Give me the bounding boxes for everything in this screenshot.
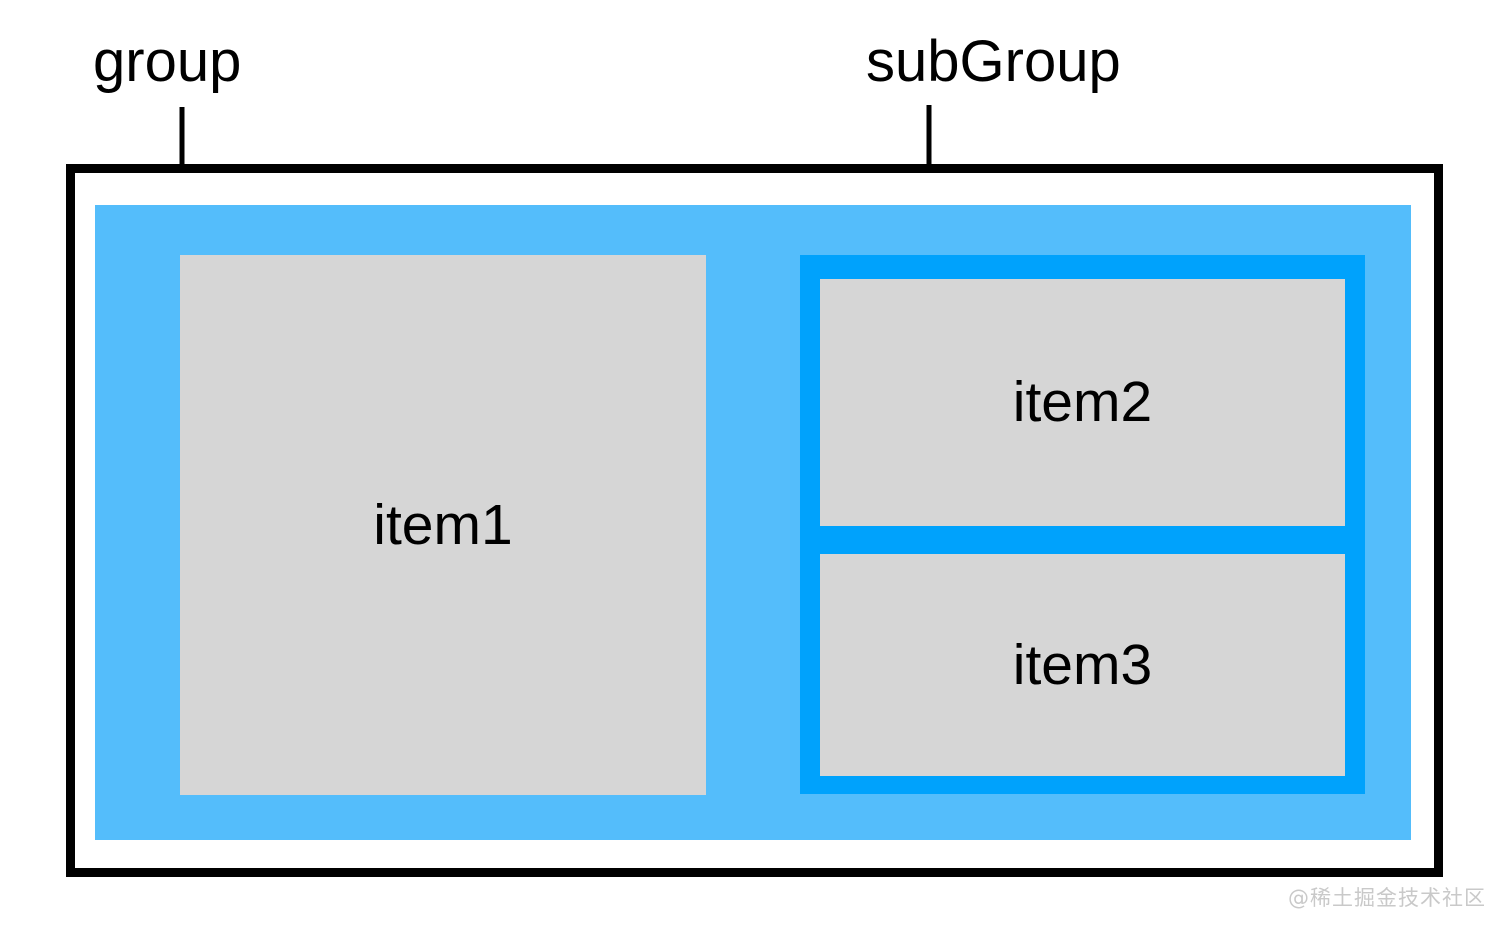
group-container: item1 item2 item3	[95, 205, 1411, 840]
item3-box: item3	[820, 554, 1345, 776]
watermark: @稀土掘金技术社区	[1288, 886, 1486, 910]
item2-label: item2	[1012, 370, 1153, 434]
item1-box: item1	[180, 255, 706, 795]
annotation-label-group: group	[93, 29, 242, 94]
item1-label: item1	[373, 492, 513, 557]
subgroup-item-gap	[820, 526, 1345, 554]
subgroup-container: item2 item3	[800, 255, 1365, 794]
item2-box: item2	[820, 279, 1345, 526]
item3-label: item3	[1012, 632, 1153, 697]
annotation-label-subgroup: subGroup	[866, 29, 1121, 94]
